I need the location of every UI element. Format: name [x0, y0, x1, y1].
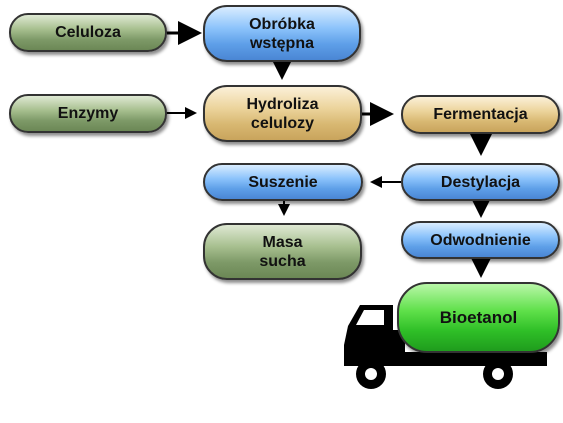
node-fermentacja-label: Fermentacja [433, 106, 528, 123]
node-hydroliza-label: Hydroliza celulozy [246, 95, 318, 133]
node-enzymy-label: Enzymy [57, 105, 119, 122]
node-suszenie-label: Suszenie [248, 173, 318, 191]
node-suszenie: Suszenie [203, 163, 363, 201]
node-masa-sucha-label: Masa sucha [259, 233, 305, 271]
node-hydroliza-line1: Hydroliza [246, 95, 319, 113]
node-destylacja-label: Destylacja [440, 173, 521, 191]
node-obrobka: Obróbka wstępna [203, 5, 361, 62]
node-hydroliza: Hydroliza celulozy [203, 85, 362, 142]
node-odwodnienie-label: Odwodnienie [430, 231, 531, 249]
node-celuloza-label: Celuloza [55, 24, 121, 41]
node-bioetanol-label: Bioetanol [439, 308, 518, 327]
node-obrobka-label: Obróbka wstępna [249, 15, 315, 53]
node-masa-line1: Masa [262, 233, 303, 251]
node-masa-line2: sucha [259, 252, 306, 270]
node-fermentacja: Fermentacja [401, 95, 560, 134]
node-obrobka-line2: wstępna [249, 34, 314, 52]
node-obrobka-line1: Obróbka [249, 15, 315, 33]
node-enzymy: Enzymy [9, 94, 167, 133]
node-destylacja: Destylacja [401, 163, 560, 201]
node-bioetanol: Bioetanol [397, 282, 560, 353]
node-hydroliza-line2: celulozy [250, 114, 315, 132]
node-masa-sucha: Masa sucha [203, 223, 362, 280]
node-odwodnienie: Odwodnienie [401, 221, 560, 259]
tanker-truck-icon [344, 305, 547, 389]
node-celuloza: Celuloza [9, 13, 167, 52]
